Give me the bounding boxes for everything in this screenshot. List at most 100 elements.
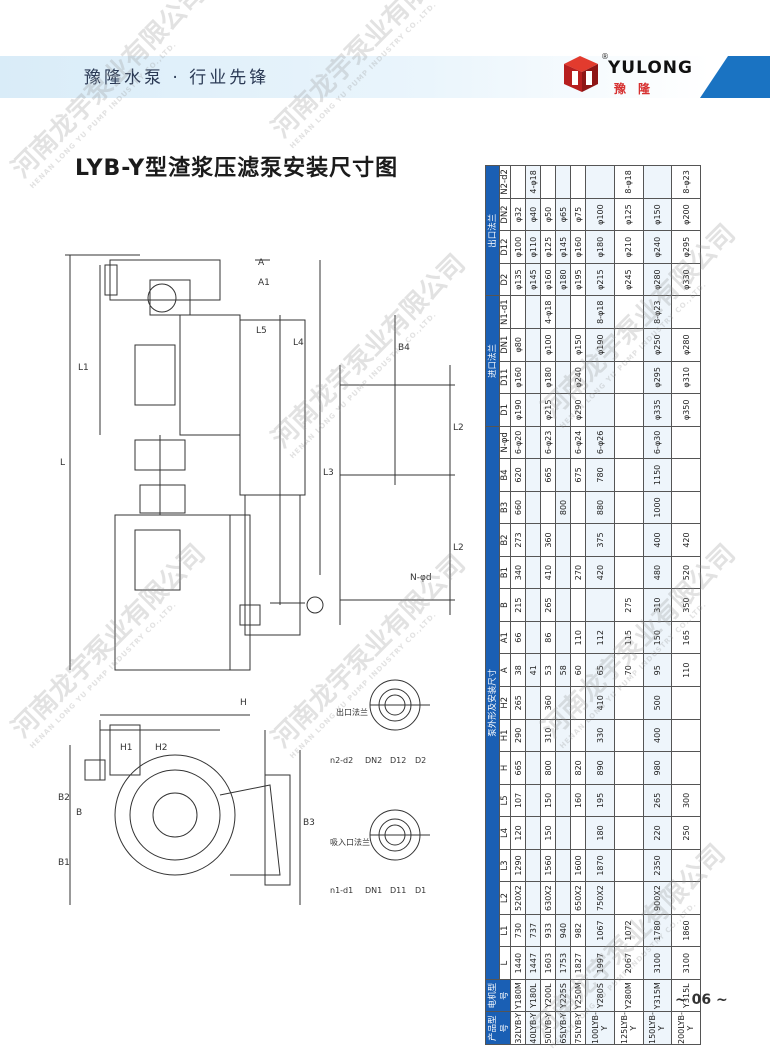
table-cell: 3100 [671,946,701,980]
table-cell [585,165,615,199]
table-cell: 65 [585,653,615,687]
table-cell: Y180M [510,979,526,1012]
table-cell: 980 [643,751,672,785]
table-cell [525,751,541,785]
table-cell: 2067 [614,946,644,980]
dim-label: L2 [453,423,464,433]
table-header: H1 [499,719,511,752]
table-cell: 265 [540,588,556,622]
table-cell: 940 [555,914,571,947]
table-cell: φ160 [570,230,586,264]
table-cell: 290 [510,719,526,752]
page-number: ~ 06 ~ [675,992,728,1008]
table-header: B3 [499,491,511,524]
table-cell [555,719,571,752]
table-cell: 70 [614,653,644,687]
table-cell: 1600 [570,849,586,882]
outlet-dim: D2 [415,756,426,765]
table-cell: 110 [671,653,701,687]
dim-label: L5 [256,326,267,336]
table-cell: 1067 [585,914,615,947]
table-cell: 215 [510,588,526,622]
table-header: D12 [499,230,511,264]
table-cell: 270 [570,556,586,589]
table-cell [555,784,571,817]
table-cell: φ100 [510,230,526,264]
table-cell: 50LYB-Y [540,1011,556,1045]
table-cell: 1827 [570,946,586,980]
table-cell [671,751,701,785]
table-cell: 6-φ23 [540,426,556,459]
table-cell [555,588,571,622]
table-cell [525,328,541,362]
table-cell [555,816,571,850]
table-cell: 620 [510,458,526,492]
table-cell: 900X2 [643,881,672,915]
table-cell: 275 [614,588,644,622]
table-cell: φ280 [643,263,672,296]
dim-label: L1 [78,363,89,373]
table-cell [671,426,701,459]
table-header: A1 [499,621,511,654]
table-cell [555,426,571,459]
dim-label: B1 [58,858,70,868]
pump-installation-drawing: A A1 L5 L4 L1 L L3 L2 L2 B4 H H1 H2 B2 B… [58,254,464,905]
table-cell: φ65 [555,198,571,231]
table-cell: φ150 [570,328,586,362]
table-cell: 650X2 [570,881,586,915]
table-cell: 8-φ23 [671,165,701,199]
table-cell [614,295,644,329]
table-cell [585,588,615,622]
dim-label: H1 [120,743,133,753]
table-cell: 820 [570,751,586,785]
table-cell: 360 [540,686,556,720]
table-cell: φ75 [570,198,586,231]
table-cell: 350 [671,588,701,622]
table-cell [614,881,644,915]
table-cell: 780 [585,458,615,492]
table-cell: 273 [510,523,526,557]
table-cell: 6-φ24 [570,426,586,459]
table-cell: 675 [570,458,586,492]
table-cell [525,621,541,654]
table-cell [555,165,571,199]
table-cell [671,719,701,752]
table-cell [525,719,541,752]
table-cell [570,165,586,199]
table-cell [671,849,701,882]
table-cell: 420 [671,523,701,557]
table-cell: 65LYB-Y [555,1011,571,1045]
table-cell: 40LYB-Y [525,1011,541,1045]
table-cell: 750X2 [585,881,615,915]
table-header: DN2 [499,198,511,231]
table-header: N1-d1 [499,295,511,329]
table-cell: 58 [555,653,571,687]
table-cell: 8-φ23 [643,295,672,329]
table-cell: φ135 [510,263,526,296]
table-cell [525,881,541,915]
table-cell: 8-φ18 [614,165,644,199]
table-cell [525,426,541,459]
table-cell [525,816,541,850]
table-cell [614,393,644,427]
table-cell [570,491,586,524]
table-cell [614,523,644,557]
table-cell: 160 [570,784,586,817]
table-cell: φ310 [671,361,701,394]
table-cell: 6-φ30 [643,426,672,459]
table-cell: Y315M [643,979,672,1012]
table-cell: 420 [585,556,615,589]
header-accent [700,56,770,98]
table-header: A [499,653,511,687]
inlet-dim: DN1 [365,886,382,895]
table-header: L2 [499,881,511,915]
table-header: H2 [499,686,511,720]
table-header: H [499,751,511,785]
table-cell: 150 [540,816,556,850]
table-cell: 630X2 [540,881,556,915]
table-header: N2-d2 [499,165,511,199]
